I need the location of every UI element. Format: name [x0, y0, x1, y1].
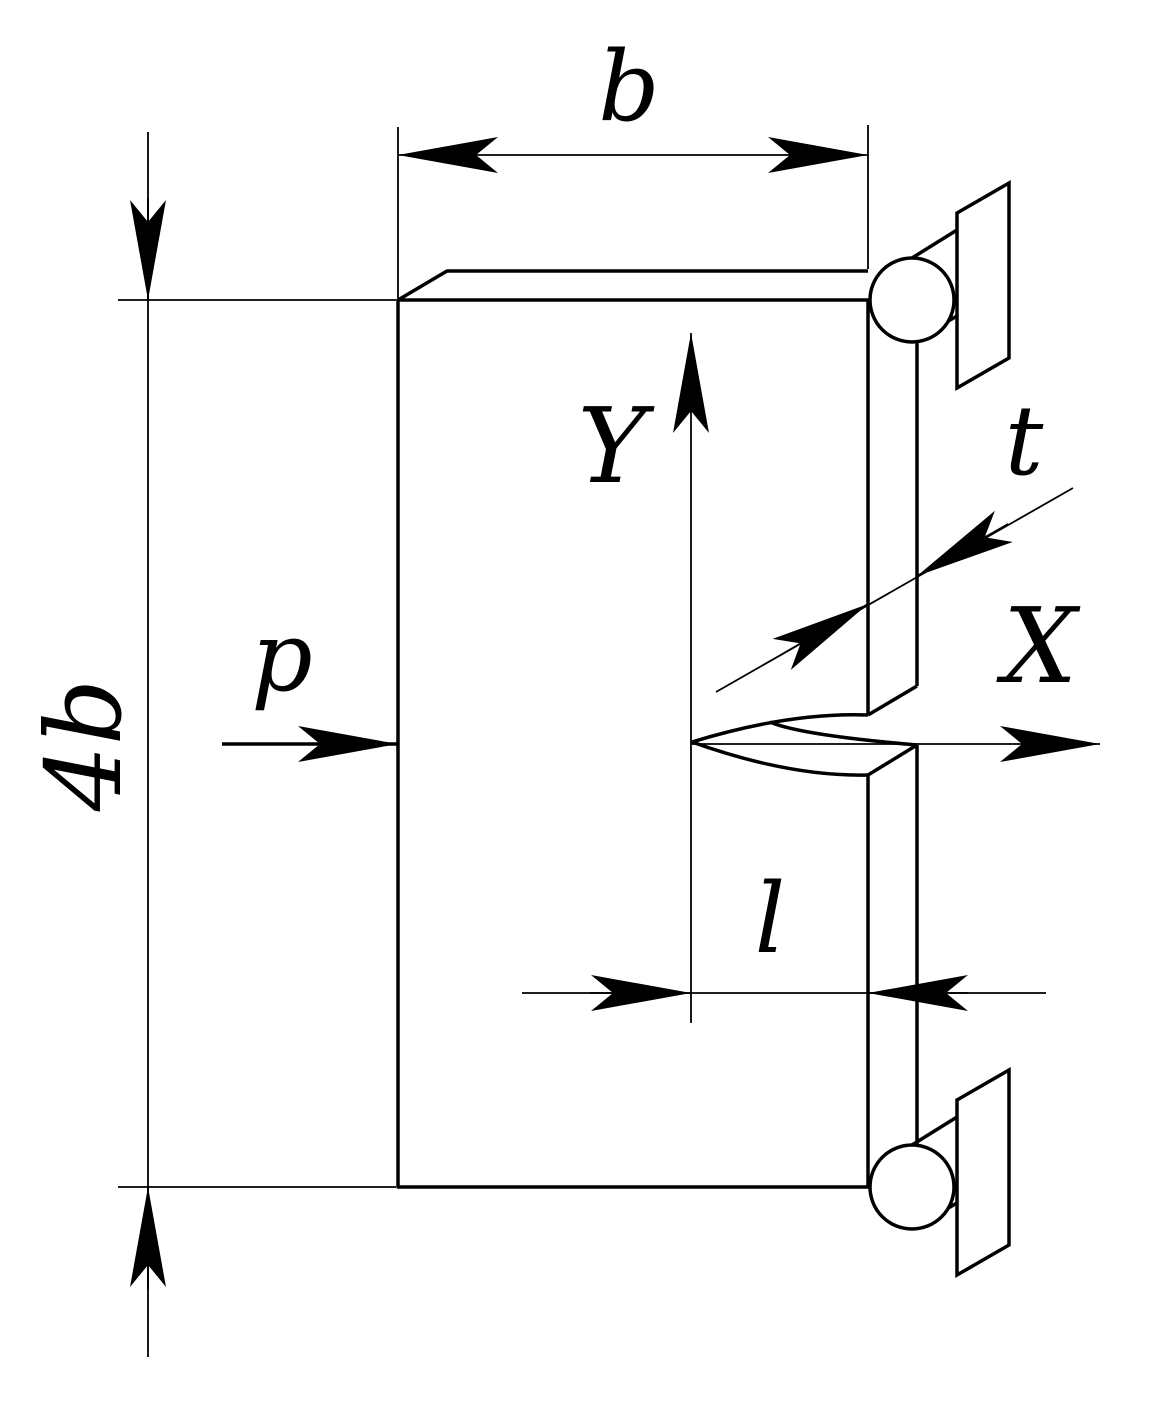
- specimen-plate: [396, 269, 919, 1189]
- label-l: l: [755, 863, 786, 975]
- label-b: b: [598, 31, 659, 143]
- plate-top-face: [397, 269, 868, 302]
- dimension-b: [397, 125, 869, 298]
- crack-notch-lower-corner: [867, 743, 918, 777]
- label-x: X: [996, 585, 1081, 707]
- crack-upper-face: [691, 712, 869, 744]
- crack-notch: [867, 684, 918, 717]
- crack-lower-face: [691, 740, 869, 777]
- label-4b: 4b: [23, 679, 145, 813]
- wall-bottom: [955, 1066, 1011, 1279]
- crack-side-face: [769, 720, 918, 747]
- support-top: [868, 179, 1011, 392]
- dimension-4b: [118, 132, 396, 1357]
- pin-bottom: [868, 1143, 956, 1231]
- pin-top: [868, 256, 956, 344]
- label-t: t: [1005, 385, 1044, 497]
- label-p: p: [251, 601, 312, 713]
- label-y: Y: [578, 385, 655, 507]
- support-bottom: [868, 1066, 1011, 1279]
- dimension-t: [715, 487, 1074, 693]
- wall-top: [955, 179, 1011, 392]
